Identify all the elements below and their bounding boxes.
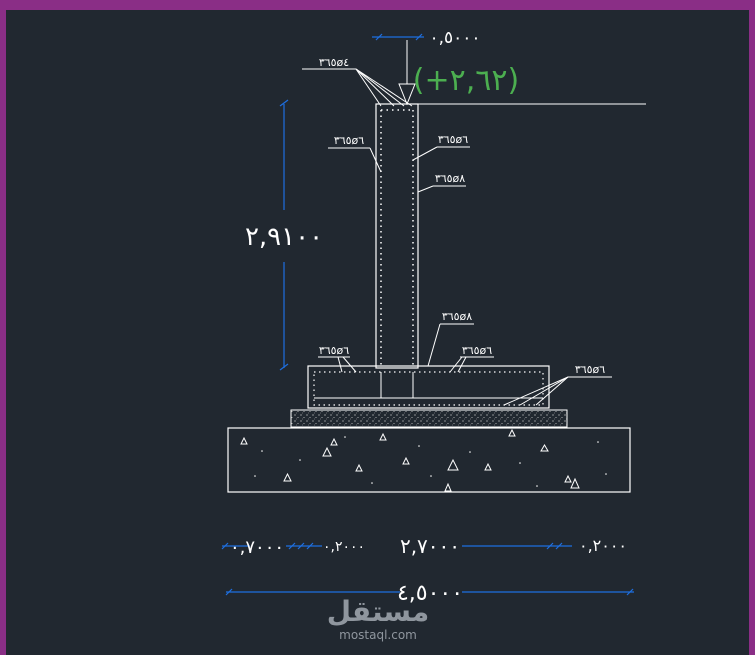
- leader-line: [369, 147, 382, 173]
- leader-line: [535, 376, 569, 406]
- dim-mid-small-label: ٠,٢٠٠٠: [323, 539, 365, 555]
- bar-wall-base-label: ٣٦٥ø٨: [442, 310, 472, 323]
- level-arrow-head: [398, 83, 416, 106]
- dim-tick: [288, 542, 296, 550]
- top-dimension-tick: [415, 33, 423, 41]
- dim-right-label: ٠,٢٠٠٠: [579, 536, 627, 555]
- concrete-hatch: [240, 428, 580, 492]
- leader-line: [519, 376, 569, 406]
- wall-height-tick: [279, 99, 289, 107]
- dim-left-label: ٠,٧٠٠٠: [230, 537, 284, 558]
- leader-line: [412, 146, 438, 161]
- dim-tick: [555, 542, 563, 550]
- bar-top-label: ٣٦٥ø٤: [319, 56, 349, 69]
- wall-height-label-bg: [262, 210, 306, 262]
- bar-wall-right-label: ٣٦٥ø٦: [438, 133, 468, 146]
- leader-line: [355, 68, 413, 107]
- concrete-dots: [254, 436, 607, 487]
- blinding-layer: [290, 409, 568, 428]
- watermark-arabic: مستقل: [327, 595, 429, 628]
- dim-mid-label: ٢,٧٠٠٠: [400, 534, 460, 558]
- dim-tick: [225, 588, 233, 596]
- watermark-latin: mostaql.com: [339, 628, 417, 642]
- leader-line: [457, 356, 467, 373]
- bar-wall-stirrup-label: ٣٦٥ø٨: [435, 172, 465, 185]
- footing-outline: [307, 365, 550, 409]
- wall-height-tick: [279, 363, 289, 371]
- bar-footing-mid-label: ٣٦٥ø٦: [462, 344, 492, 357]
- top-dimension-tick: [375, 33, 383, 41]
- top-dimension-label: ٠,٥٠٠٠: [429, 28, 480, 48]
- plain-concrete-base: [227, 427, 631, 493]
- bar-footing-right-label: ٣٦٥ø٦: [575, 363, 605, 376]
- leader-line: [503, 376, 569, 406]
- leader-line: [417, 185, 434, 193]
- footing-reinforcement: [313, 371, 544, 406]
- dim-tick: [306, 542, 314, 550]
- dim-tick: [297, 542, 305, 550]
- leader-line: [355, 68, 395, 107]
- leader-line: [342, 356, 357, 373]
- leader-line: [337, 356, 343, 373]
- leader-line: [449, 356, 463, 373]
- dim-tick: [626, 588, 634, 596]
- wall-height-label: ٢,٩١٠٠: [245, 222, 323, 252]
- dim-total-label: ٤,٥٠٠٠: [397, 581, 463, 606]
- level-label: (+٢,٦٢): [413, 63, 519, 98]
- bar-wall-left-label: ٣٦٥ø٦: [334, 134, 364, 147]
- dim-tick: [546, 542, 554, 550]
- leader-line: [355, 68, 382, 107]
- wall-outline: [375, 103, 419, 369]
- leader-line: [427, 323, 441, 367]
- dim-tick: [221, 542, 229, 550]
- leader-line: [355, 68, 405, 107]
- bar-footing-left-label: ٣٦٥ø٦: [319, 344, 349, 357]
